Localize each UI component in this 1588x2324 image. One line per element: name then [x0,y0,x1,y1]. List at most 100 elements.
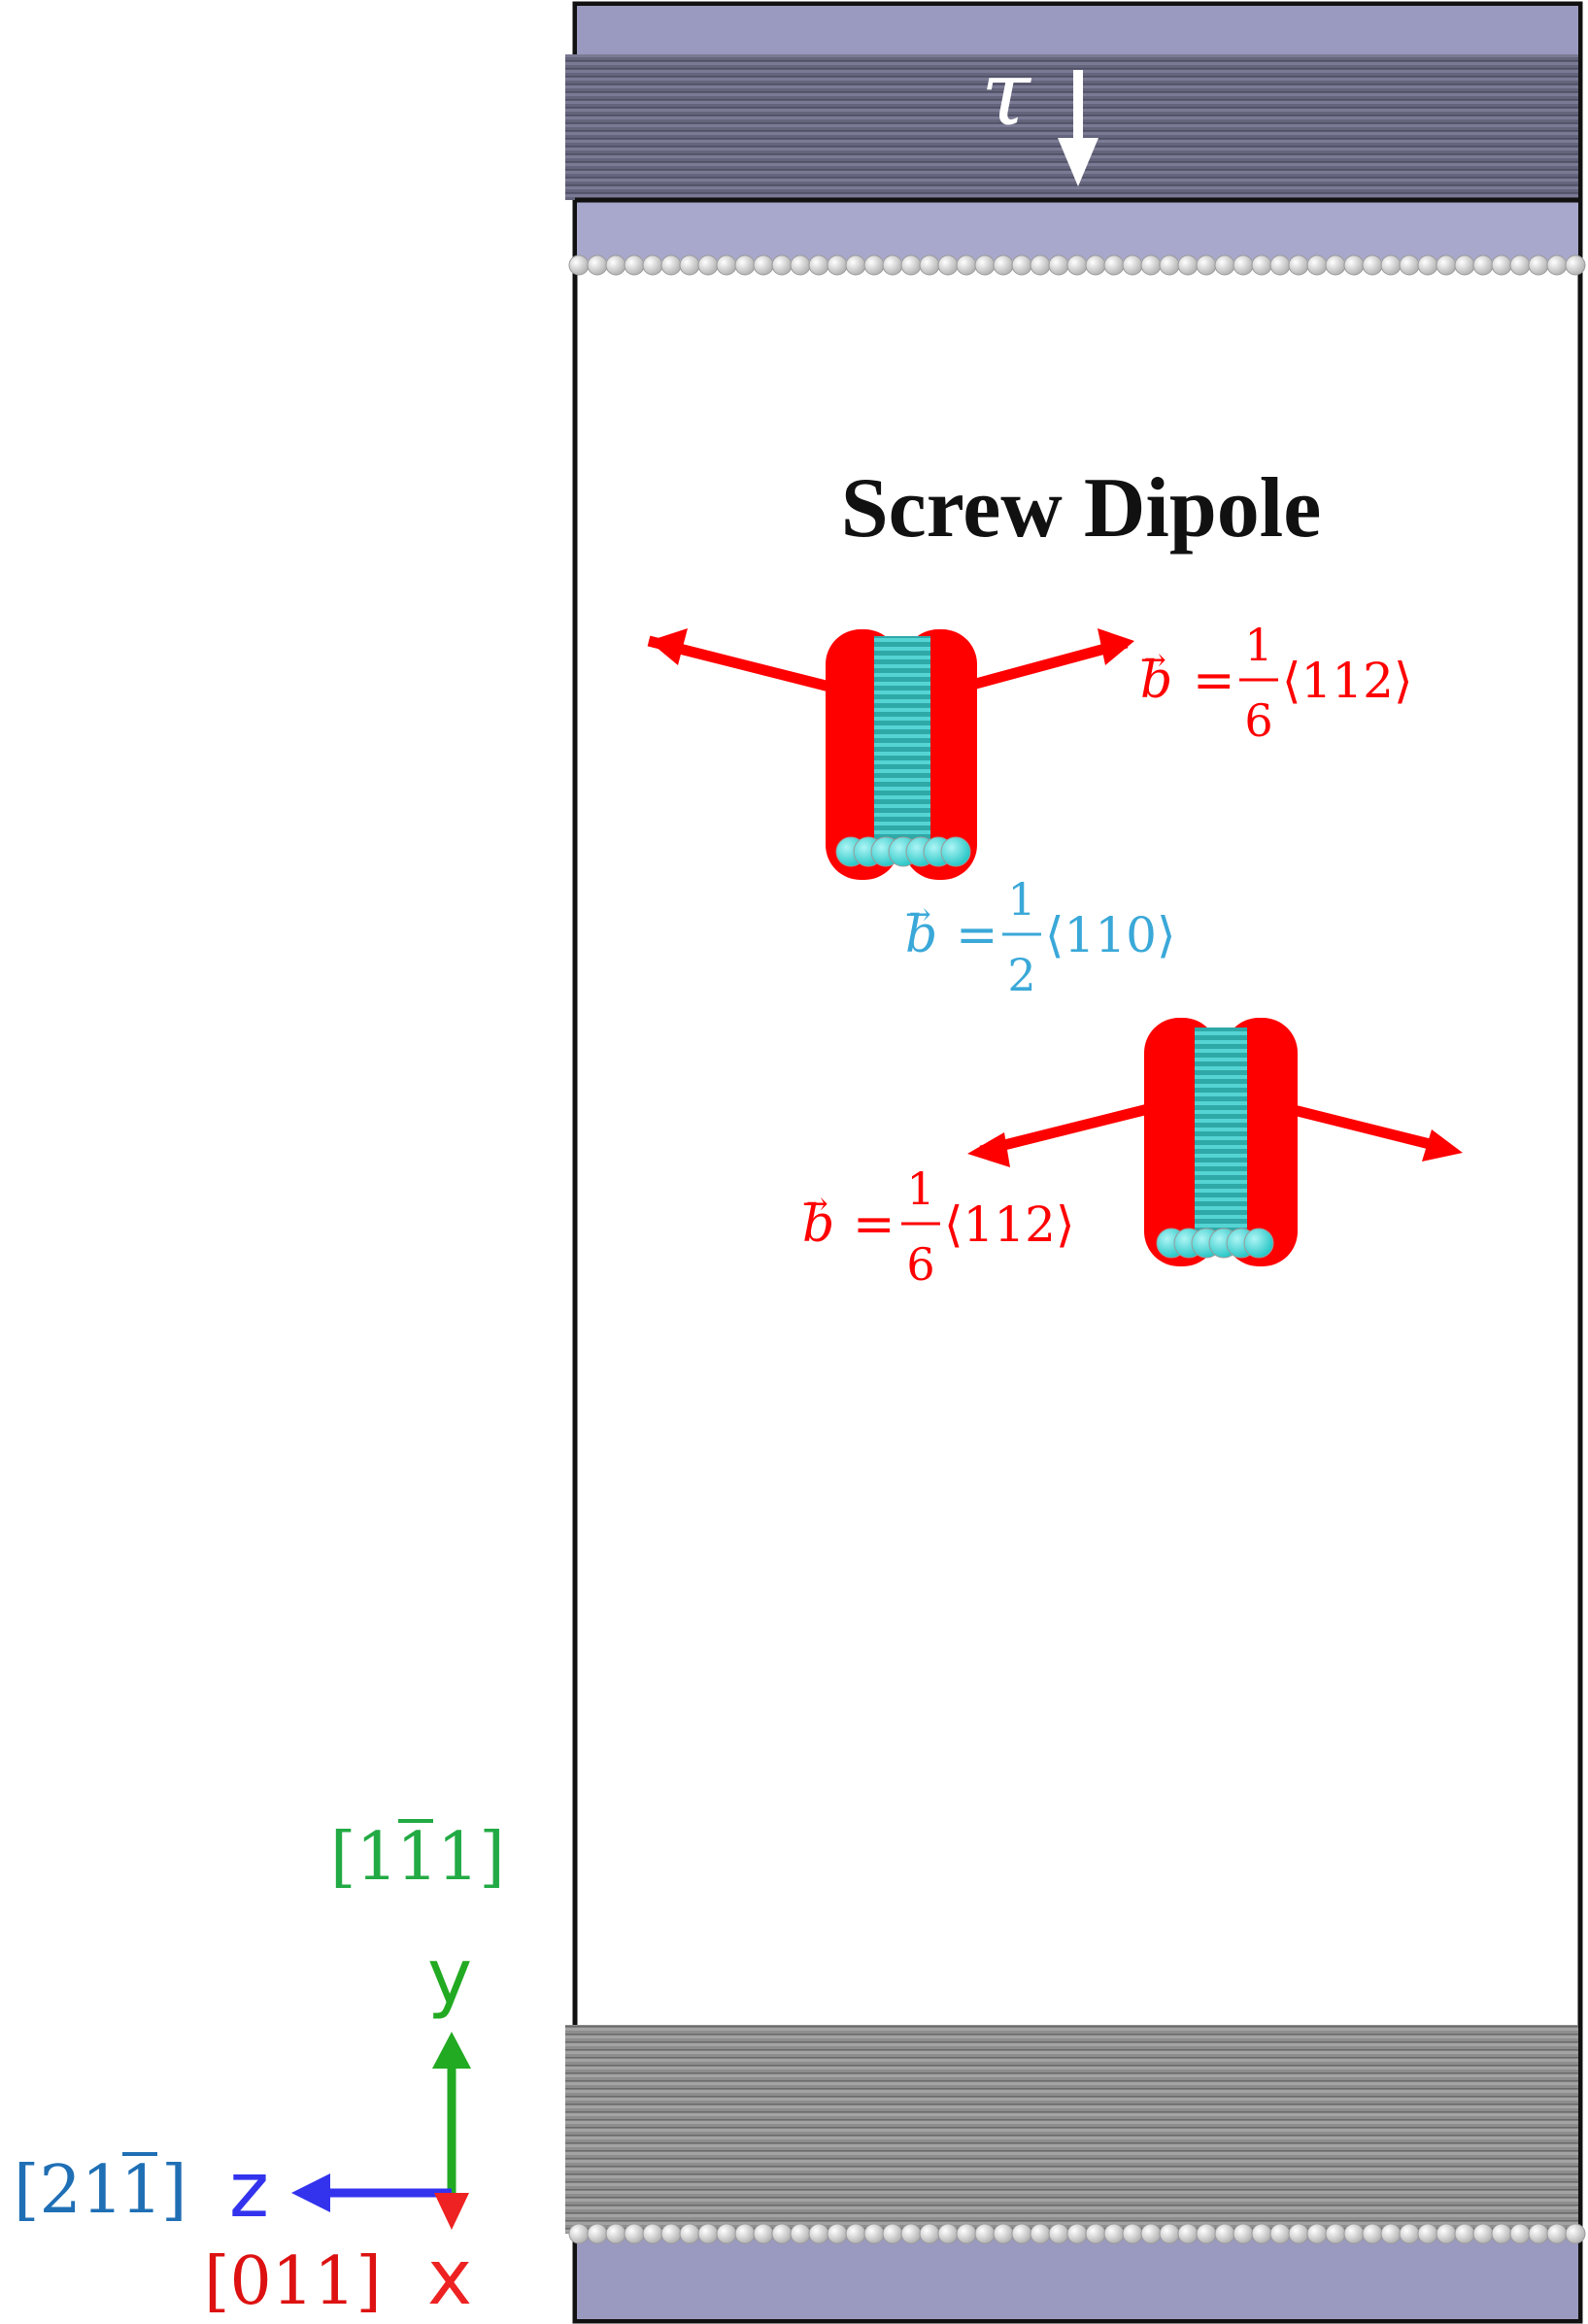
atom [808,2223,829,2244]
atom [568,254,590,276]
top-atom-row [568,254,1586,276]
atom [1417,2223,1438,2244]
top-slab [565,6,1586,276]
atom [1565,2223,1586,2244]
atom [1509,254,1531,276]
atom [1048,254,1069,276]
atom [1159,254,1180,276]
atom [827,2223,848,2244]
atom [1214,254,1235,276]
atom [863,254,885,276]
atom [1251,254,1272,276]
svg-text:]: ] [161,2152,187,2229]
atom [1196,2223,1217,2244]
atom [1343,254,1365,276]
atom [1509,2223,1531,2244]
tau-label: τ [981,42,1032,146]
atom [1472,254,1494,276]
atom [845,2223,866,2244]
atom [974,254,996,276]
atom [1288,2223,1309,2244]
atom [605,2223,626,2244]
atom [1140,2223,1162,2244]
svg-text:1: 1 [396,1819,438,1896]
upper-dislocation [647,628,1134,880]
b-symbol: b [905,906,937,964]
atom [1546,2223,1568,2244]
atom [1011,2223,1032,2244]
atom [1491,254,1512,276]
atom [937,254,959,276]
atom [993,2223,1014,2244]
atom [1380,254,1402,276]
atom [753,254,774,276]
atom [1066,254,1088,276]
atom [1399,254,1420,276]
burgers-label-partial-bottom: b → = 1 6 ⟨112⟩ [802,1162,1074,1291]
atom [956,2223,977,2244]
atom [940,836,971,867]
atom [790,2223,811,2244]
arrow-head-icon [967,1132,1010,1167]
atom [716,2223,737,2244]
atom [827,254,848,276]
atom [642,254,663,276]
atom [1380,2223,1402,2244]
atom [1103,2223,1125,2244]
atom [1140,254,1162,276]
fraction-denominator: 6 [906,1238,934,1291]
fraction-denominator: 6 [1244,694,1272,747]
atom [1528,254,1549,276]
core-atoms [1156,1228,1274,1259]
atom [1417,254,1438,276]
atom [1103,254,1125,276]
atom [937,2223,959,2244]
atom [1454,2223,1475,2244]
y-direction-label: [1 1 1] [330,1819,505,1896]
atom [771,254,793,276]
atom [882,254,903,276]
arrow-head-icon [1422,1129,1463,1162]
bottom-slab [565,2025,1586,2319]
atom [1362,2223,1383,2244]
atom [1325,254,1346,276]
fraction-numerator: 1 [906,1162,934,1215]
atom [863,2223,885,2244]
fraction-denominator: 2 [1007,949,1035,1001]
atom [845,254,866,276]
atom [1306,254,1328,276]
atom [642,2223,663,2244]
svg-text:1]: 1] [437,1819,505,1896]
atom [679,254,700,276]
atom [1362,254,1383,276]
atom [956,254,977,276]
atom [1030,254,1051,276]
atom [1214,2223,1235,2244]
fraction-numerator: 1 [1007,873,1035,926]
atom [1048,2223,1069,2244]
atom [900,254,922,276]
atom [974,2223,996,2244]
bottom-atom-row [568,2223,1586,2244]
atom [1546,254,1568,276]
atom [1030,2223,1051,2244]
partial-arrow-right [1280,1101,1447,1154]
atom [1196,254,1217,276]
miller-vector: ⟨112⟩ [1282,653,1412,709]
atom [1122,254,1143,276]
x-axis-label: x [427,2235,472,2322]
atom [734,254,756,276]
equals-sign: = [956,906,998,964]
atom [1066,2223,1088,2244]
svg-text:→: → [1140,641,1166,678]
atom [1177,2223,1199,2244]
atom [1565,254,1586,276]
atom [660,2223,682,2244]
atom [1177,254,1199,276]
equals-sign: = [853,1196,895,1254]
atom [1436,254,1457,276]
atom [1159,2223,1180,2244]
burgers-label-partial-top: b → = 1 6 ⟨112⟩ [1140,619,1412,747]
b-symbol: b [802,1196,834,1254]
